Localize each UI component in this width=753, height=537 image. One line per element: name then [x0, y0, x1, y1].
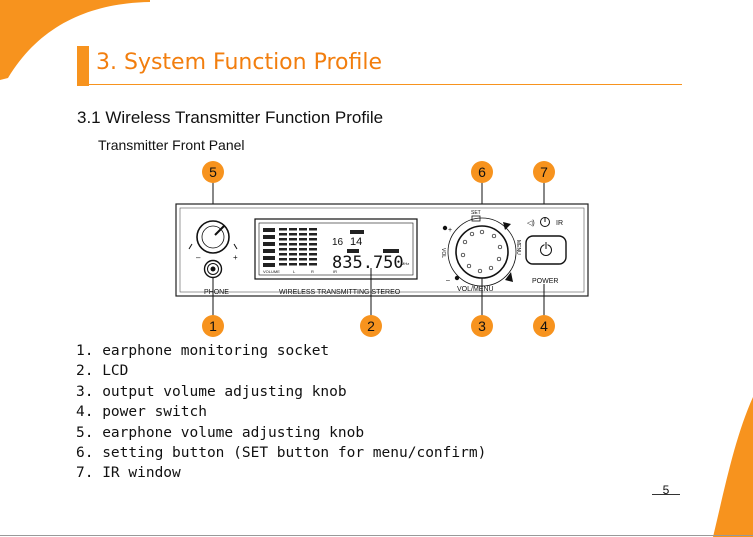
earphone-socket: PHONE	[203, 259, 229, 296]
lcd-caption: WIRELESS TRANSMITTING STEREO	[279, 289, 401, 296]
svg-text:5: 5	[209, 164, 217, 180]
svg-text:POWER: POWER	[532, 278, 558, 285]
svg-text:L: L	[293, 269, 296, 274]
corner-decoration-bottom-right	[713, 397, 753, 537]
list-item: 5. earphone volume adjusting knob	[76, 424, 365, 441]
earphone-volume-knob: – +	[188, 220, 238, 262]
bottom-rule	[0, 535, 753, 536]
svg-text:4: 4	[540, 318, 548, 334]
list-item: 6. setting button (SET button for menu/c…	[76, 445, 487, 462]
list-item: 4. power switch	[76, 404, 207, 421]
list-item: 2. LCD	[76, 363, 129, 380]
corner-decoration-top-left	[0, 0, 150, 80]
svg-text:MENU: MENU	[515, 240, 521, 255]
svg-text:IR: IR	[333, 269, 337, 274]
svg-text:VOL: VOL	[440, 248, 446, 258]
lcd-display: VOLUME L R 16 14 835.750 MHz IR	[254, 218, 418, 280]
transmitter-front-panel: 5 6 7 – + PHONE	[175, 161, 589, 337]
marker-2: 2	[360, 268, 382, 337]
panel-label: Transmitter Front Panel	[98, 137, 245, 153]
component-list: 1. earphone monitoring socket 2. LCD 3. …	[76, 341, 486, 484]
svg-text:1: 1	[209, 318, 217, 334]
svg-text:+: +	[233, 253, 238, 262]
page-number-underline	[652, 494, 680, 495]
svg-text:+: +	[448, 227, 452, 234]
list-item: 1. earphone monitoring socket	[76, 343, 330, 359]
svg-text:MHz: MHz	[401, 261, 409, 266]
title-underline	[78, 84, 682, 85]
page-number: 5	[662, 483, 670, 497]
svg-text:SET: SET	[471, 210, 481, 216]
svg-text:14: 14	[350, 236, 362, 248]
svg-text:2: 2	[367, 318, 375, 334]
marker-1: 1	[202, 278, 224, 337]
svg-text:◁): ◁)	[527, 220, 535, 227]
svg-text:6: 6	[478, 164, 486, 180]
svg-text:7: 7	[540, 164, 548, 180]
ir-window: ◁) IR	[527, 217, 563, 227]
list-item: 7. IR window	[76, 465, 181, 482]
svg-text:–: –	[196, 253, 201, 262]
page-title: 3. System Function Profile	[96, 50, 382, 75]
svg-text:PHONE: PHONE	[204, 289, 229, 296]
svg-text:835.750: 835.750	[332, 253, 404, 273]
power-switch: POWER	[525, 235, 567, 285]
vol-menu-knob: SET + – VOL MENU VOL/MENU	[440, 210, 521, 293]
marker-4: 4	[533, 284, 555, 337]
marker-3: 3	[471, 278, 493, 337]
svg-text:IR: IR	[556, 220, 563, 227]
svg-text:R: R	[311, 269, 314, 274]
svg-text:16: 16	[332, 237, 344, 248]
svg-text:VOL/MENU: VOL/MENU	[457, 286, 494, 293]
svg-text:VOLUME: VOLUME	[263, 269, 280, 274]
svg-text:–: –	[446, 277, 450, 284]
svg-text:3: 3	[478, 318, 486, 334]
title-accent-bar	[77, 46, 89, 86]
list-item: 3. output volume adjusting knob	[76, 383, 347, 400]
section-heading: 3.1 Wireless Transmitter Function Profil…	[77, 108, 384, 127]
